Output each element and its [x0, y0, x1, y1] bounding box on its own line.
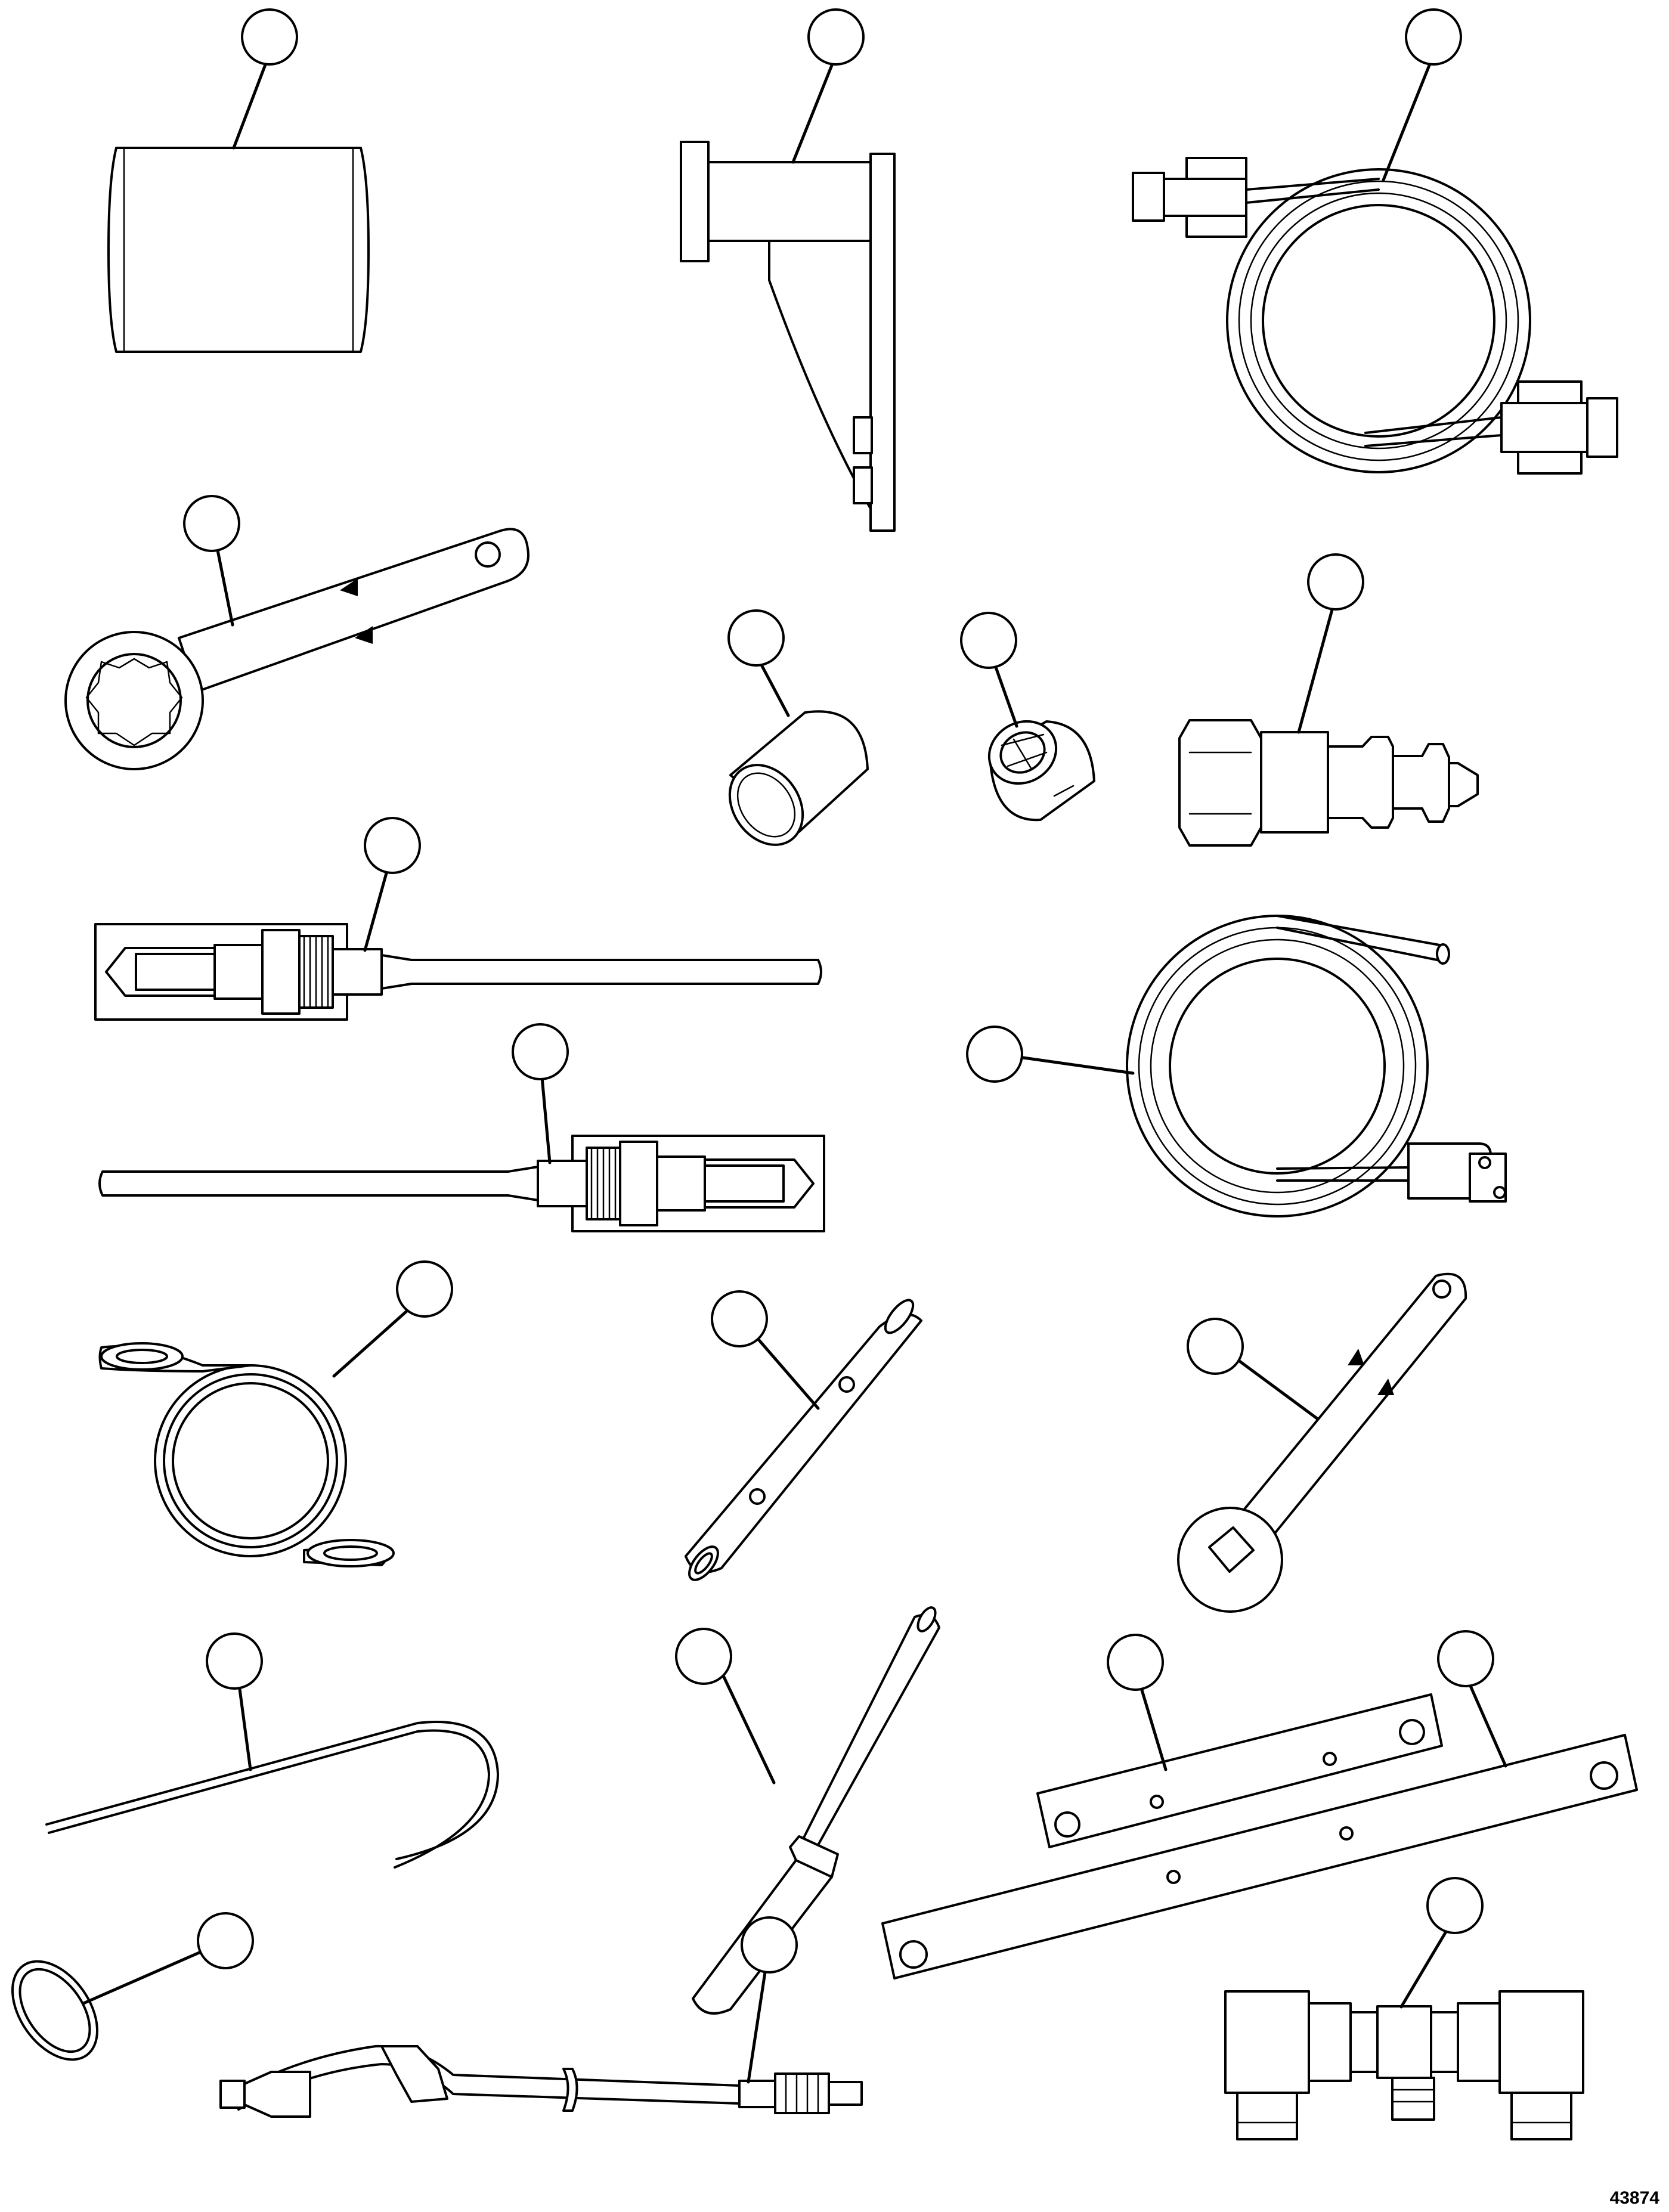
- inspection-mirror: [11, 1947, 210, 2061]
- callout-1: [232, 8, 298, 150]
- square-drive-wrench: [1177, 1272, 1467, 1613]
- callout-4: [183, 495, 240, 627]
- flat-bar-long: [881, 1734, 1638, 1979]
- socket-tool: [987, 720, 1095, 822]
- callout-5: [727, 609, 790, 717]
- bolt-puller-tool-lower: [98, 1135, 825, 1232]
- callout-6: [960, 612, 1018, 728]
- cylinder-pin-tool: [107, 147, 370, 353]
- callout-17: [1437, 1630, 1507, 1768]
- callout-3: [1382, 8, 1462, 182]
- bracket-fixture: [680, 141, 896, 532]
- callout-2: [791, 8, 865, 164]
- hook-rod: [45, 1721, 499, 1869]
- tee-fitting-assembly: [1224, 1990, 1584, 2140]
- callout-12: [711, 1290, 820, 1410]
- sleeve-tube: [728, 710, 869, 846]
- callout-11: [332, 1260, 453, 1378]
- coiled-probe-cable: [1126, 915, 1507, 1217]
- hollow-tube: [685, 1299, 922, 1581]
- callout-8: [363, 817, 421, 952]
- bolt-puller-tool-upper: [94, 923, 822, 1021]
- callout-19: [741, 1916, 798, 2084]
- callout-10: [966, 1026, 1135, 1083]
- callout-13: [1187, 1318, 1320, 1421]
- callout-20: [1399, 1877, 1484, 2009]
- flat-bar-short: [1036, 1693, 1443, 1848]
- callout-16: [1107, 1634, 1168, 1771]
- callout-9: [512, 1023, 569, 1164]
- ring-wrench: [64, 528, 530, 770]
- coiled-serial-cable: [1132, 157, 1618, 475]
- coupler-fitting: [1178, 719, 1479, 847]
- callout-14: [206, 1632, 263, 1771]
- callout-7: [1297, 553, 1364, 734]
- coiled-wire: [98, 1342, 395, 1567]
- callout-18: [197, 1912, 254, 1969]
- callout-15: [675, 1628, 776, 1785]
- figure-number: 43874: [1610, 2188, 1660, 2208]
- hydraulic-hose: [219, 2044, 863, 2118]
